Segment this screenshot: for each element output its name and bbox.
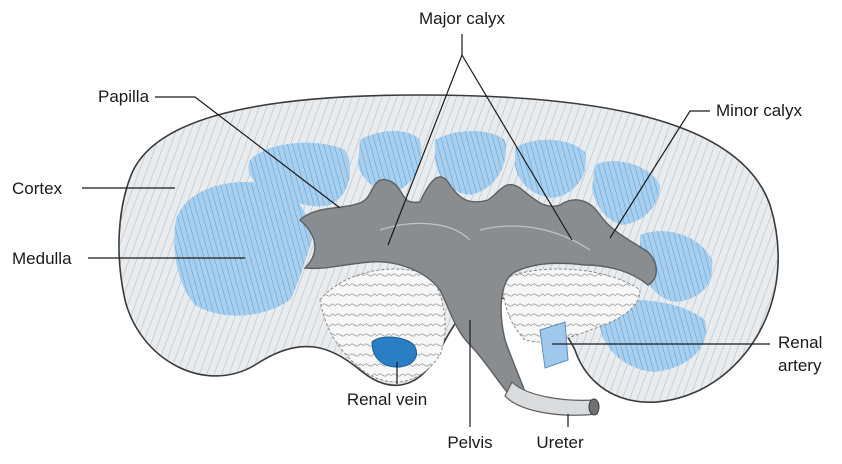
label-minor-calyx: Minor calyx bbox=[716, 101, 802, 120]
label-ureter: Ureter bbox=[536, 433, 584, 452]
renal-artery bbox=[540, 322, 568, 368]
ureter bbox=[505, 382, 599, 415]
label-papilla: Papilla bbox=[98, 87, 150, 106]
label-renal-vein: Renal vein bbox=[347, 390, 427, 409]
label-renal-artery-line2: artery bbox=[778, 356, 822, 375]
label-major-calyx: Major calyx bbox=[419, 9, 505, 28]
label-pelvis: Pelvis bbox=[447, 433, 492, 452]
label-cortex: Cortex bbox=[12, 179, 63, 198]
label-medulla: Medulla bbox=[12, 249, 72, 268]
label-renal-artery-line1: Renal bbox=[778, 333, 822, 352]
